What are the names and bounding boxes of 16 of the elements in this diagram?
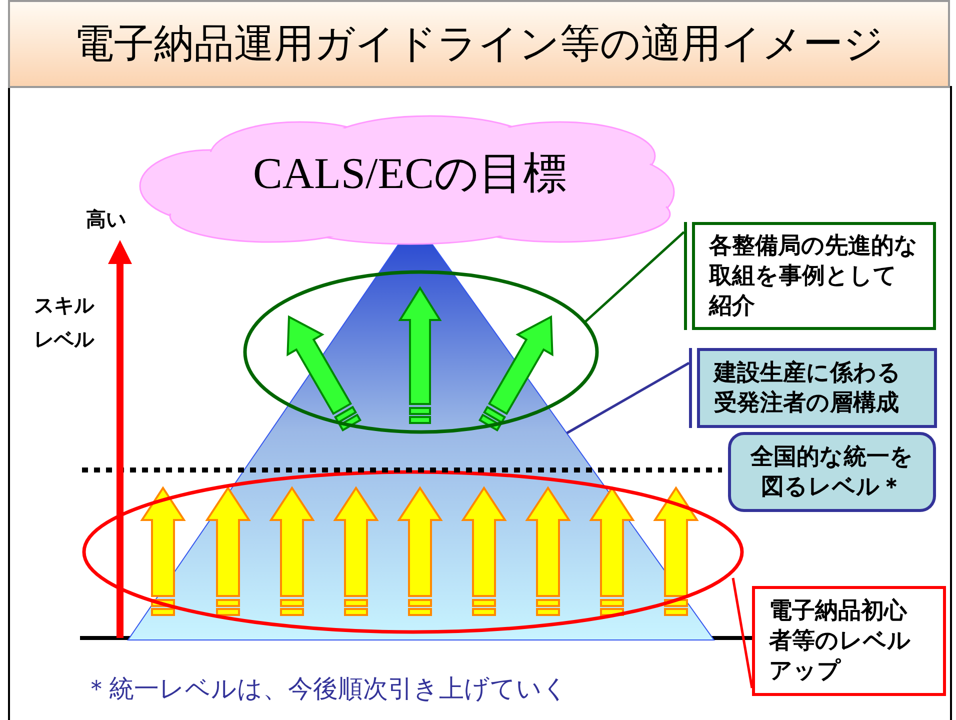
callout-text: 全国的な統一を図るレベル＊ xyxy=(749,443,914,502)
axis-label: スキルレベル xyxy=(34,292,96,353)
callout-box xyxy=(692,222,936,330)
callout-text: 建設生産に係わる受発注者の層構成 xyxy=(714,359,902,418)
callout-text: 各整備局の先進的な取組を事例として紹介 xyxy=(709,232,919,321)
leader-line xyxy=(566,362,690,434)
callout-box xyxy=(728,432,936,512)
axis-label: 高い xyxy=(86,206,126,233)
title: 電子納品運用ガイドライン等の適用イメージ xyxy=(73,20,885,68)
footnote: ＊統一レベルは、今後順次引き上げていく xyxy=(84,673,568,705)
callout-text: 電子納品初心者等のレベルアップ xyxy=(769,597,912,686)
leader-line xyxy=(584,231,685,323)
callout-box xyxy=(697,348,937,428)
callout-box xyxy=(752,586,946,696)
leader-line xyxy=(732,578,754,688)
cloud-text: CALS/ECの目標 xyxy=(252,148,568,200)
